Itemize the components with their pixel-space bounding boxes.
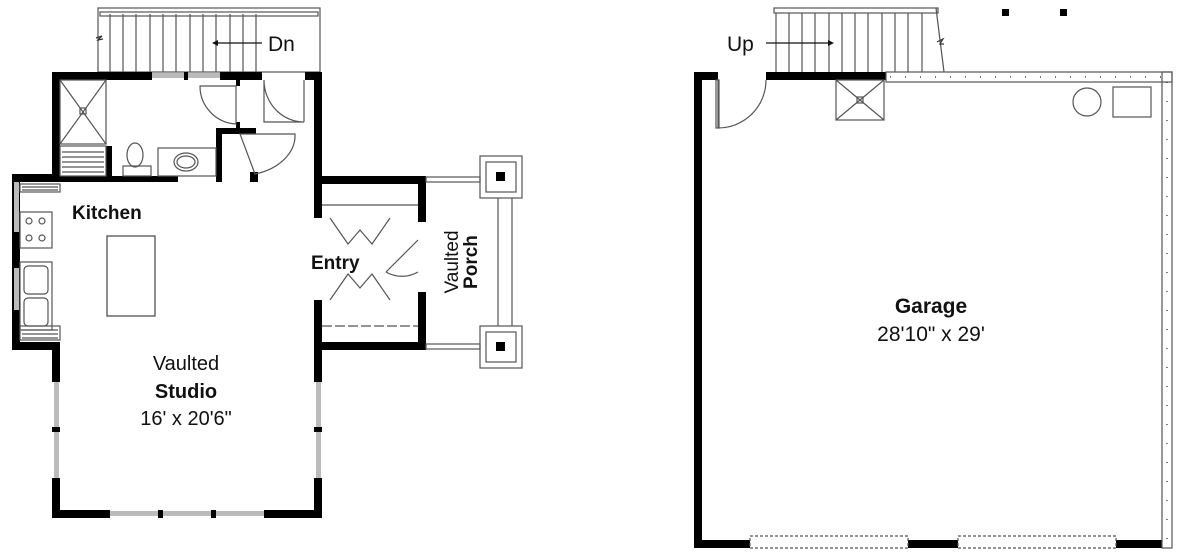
studio-stairs <box>95 7 321 73</box>
garage-stairs <box>766 7 945 73</box>
studio-fixtures <box>19 79 523 369</box>
room-label-porch: Vaulted Porch <box>442 230 482 294</box>
garage-roof-markers <box>1002 9 1067 16</box>
stairs-up-label: Up <box>727 33 754 56</box>
stairs-down-label: Dn <box>268 33 295 56</box>
room-label-entry: Entry <box>311 253 360 274</box>
porch-posts <box>496 172 505 351</box>
studio-dimensions: 16' x 20'6" <box>140 408 232 430</box>
garage-dimensions: 28'10" x 29' <box>877 323 985 346</box>
studio-label-line1: Vaulted <box>152 353 220 375</box>
studio-label-line2: Studio <box>154 381 218 403</box>
garage-fixtures <box>715 71 1173 549</box>
studio-walls <box>12 72 426 518</box>
garage-walls <box>694 72 1162 548</box>
porch-label-line1: Vaulted <box>442 230 463 294</box>
room-label-garage: Garage <box>894 295 968 318</box>
porch-label-line2: Porch <box>461 235 482 289</box>
room-label-kitchen: Kitchen <box>72 203 142 224</box>
